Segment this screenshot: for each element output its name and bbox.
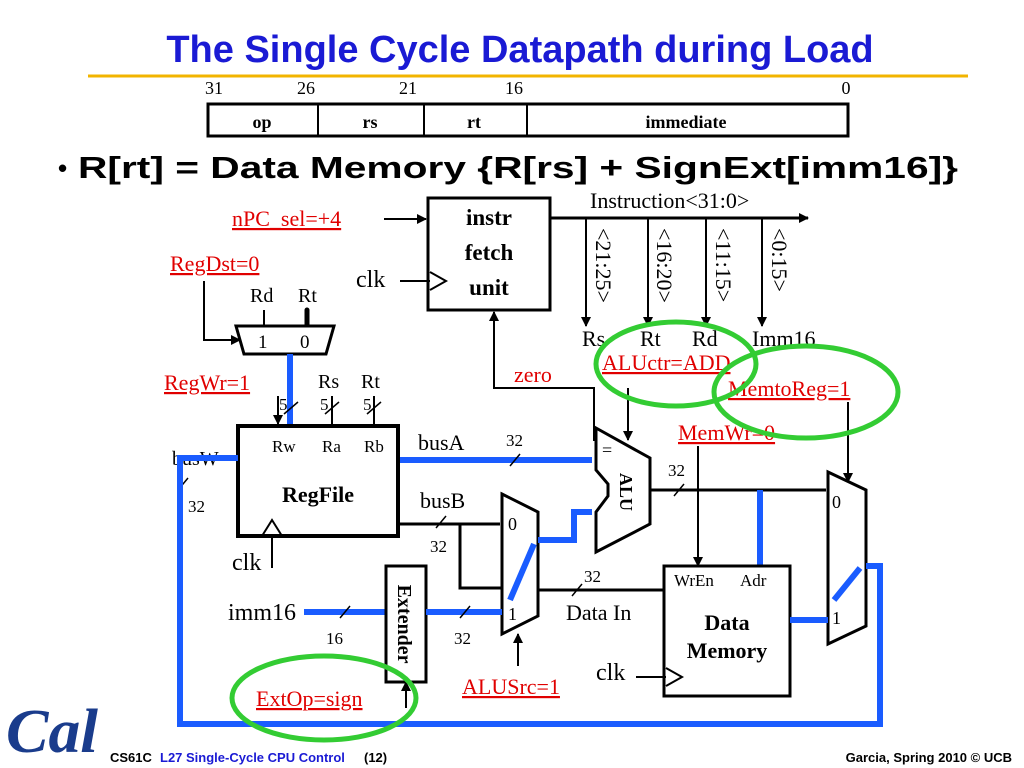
bit-label-21: 21	[399, 78, 417, 98]
aluctr-control: ALUctr=ADD	[602, 350, 731, 375]
regdst-mux-in-0: 0	[300, 332, 310, 353]
alu-equals: =	[602, 440, 612, 460]
bit-label-31: 31	[205, 78, 223, 98]
ifu-clk-label: clk	[356, 267, 385, 293]
instruction-fetch-unit: instr fetch unit	[426, 196, 552, 312]
bit-label-0: 0	[842, 78, 851, 98]
field-label-rd: Rd	[692, 326, 718, 351]
regfile-rt-label: Rt	[361, 371, 380, 393]
regdst-control: RegDst=0	[170, 251, 259, 276]
highlight-memtoreg	[711, 343, 901, 441]
bit-range-0-15: <0:15>	[767, 228, 792, 292]
bit-range-16-20: <16:20>	[652, 228, 677, 303]
alu-out-width: 32	[668, 461, 685, 480]
memtoreg-mux-in-1: 1	[832, 608, 841, 628]
extop-control: ExtOp=sign	[256, 686, 363, 711]
page-title: The Single Cycle Datapath during Load	[166, 29, 873, 71]
ifu-line-3: unit	[469, 275, 509, 300]
width-5-rw: 5	[279, 395, 288, 414]
extender-label: Extender	[393, 585, 415, 664]
highlight-aluctr	[593, 319, 759, 409]
regfile-port-ra: Ra	[322, 437, 341, 456]
imm16-label: imm16	[228, 600, 296, 626]
regfile-port-rw: Rw	[272, 437, 296, 456]
ifu-line-2: fetch	[465, 240, 514, 265]
alusrc-control: ALUSrc=1	[462, 674, 560, 699]
busb-label: busB	[420, 488, 465, 513]
busa-label: busA	[418, 430, 465, 455]
bit-range-21-25: <21:25>	[591, 228, 616, 303]
alu-label: ALU	[616, 473, 636, 511]
footer-course: CS61C	[110, 750, 153, 765]
busw-width: 32	[188, 497, 205, 516]
regfile-port-rb: Rb	[364, 437, 384, 456]
regfile-clk-label: clk	[232, 550, 261, 576]
alu	[594, 425, 652, 555]
bullet-marker: •	[58, 153, 67, 183]
zero-label: zero	[514, 362, 552, 387]
cal-logo: Cal	[6, 698, 99, 766]
mem-adr-label: Adr	[740, 571, 767, 590]
mem-data-label: Data	[704, 610, 749, 635]
ifu-line-1: instr	[466, 205, 512, 230]
regfile-label: RegFile	[282, 482, 354, 507]
alusrc-mux-in-1: 1	[508, 604, 517, 624]
footer-lecture: L27 Single-Cycle CPU Control	[160, 750, 345, 765]
regdst-mux-in-1: 1	[258, 332, 268, 353]
field-rt: rt	[467, 112, 481, 132]
field-label-rs: Rs	[582, 326, 605, 351]
bit-label-16: 16	[505, 78, 523, 98]
regdst-rt-label: Rt	[298, 285, 317, 307]
field-rs: rs	[363, 112, 378, 132]
field-label-rt: Rt	[640, 326, 661, 351]
footer-page: (12)	[364, 750, 387, 765]
instruction-bus-label: Instruction<31:0>	[590, 188, 749, 213]
width-5-ra: 5	[320, 395, 329, 414]
bullet-text: R[rt] = Data Memory {R[rs] + SignExt[imm…	[78, 150, 958, 185]
ext-out-width: 32	[454, 629, 471, 648]
width-5-rb: 5	[363, 395, 372, 414]
regdst-mux	[234, 324, 336, 356]
regdst-rd-label: Rd	[250, 285, 273, 307]
instruction-format: 31 26 21 16 0 op rs rt immediate	[205, 78, 851, 138]
memtoreg-control: MemtoReg=1	[728, 376, 850, 401]
memtoreg-mux-in-0: 0	[832, 492, 841, 512]
cal-logo-text: Cal	[6, 698, 99, 766]
imm16-width: 16	[326, 629, 343, 648]
regwr-control: RegWr=1	[164, 370, 250, 395]
highlight-extop	[229, 653, 419, 743]
data-in-label: Data In	[566, 600, 631, 625]
busa-width: 32	[506, 431, 523, 450]
mem-wren-label: WrEn	[674, 571, 714, 590]
regfile-rs-label: Rs	[318, 371, 339, 393]
register-file: Rw Ra Rb RegFile	[236, 424, 400, 538]
bit-range-11-15: <11:15>	[711, 228, 736, 302]
footer-credit: Garcia, Spring 2010 © UCB	[846, 750, 1012, 765]
data-memory: WrEn Adr Data Memory	[662, 564, 792, 698]
mem-memory-label: Memory	[687, 638, 768, 663]
alusrc-mux-in-0: 0	[508, 514, 517, 534]
memtoreg-mux	[826, 469, 868, 647]
field-op: op	[252, 112, 271, 132]
busb-width: 32	[430, 537, 447, 556]
bit-label-26: 26	[297, 78, 315, 98]
mem-clk-label: clk	[596, 660, 625, 686]
npc-sel-control: nPC_sel=+4	[232, 206, 341, 231]
field-immediate: immediate	[646, 112, 727, 132]
data-in-width: 32	[584, 567, 601, 586]
